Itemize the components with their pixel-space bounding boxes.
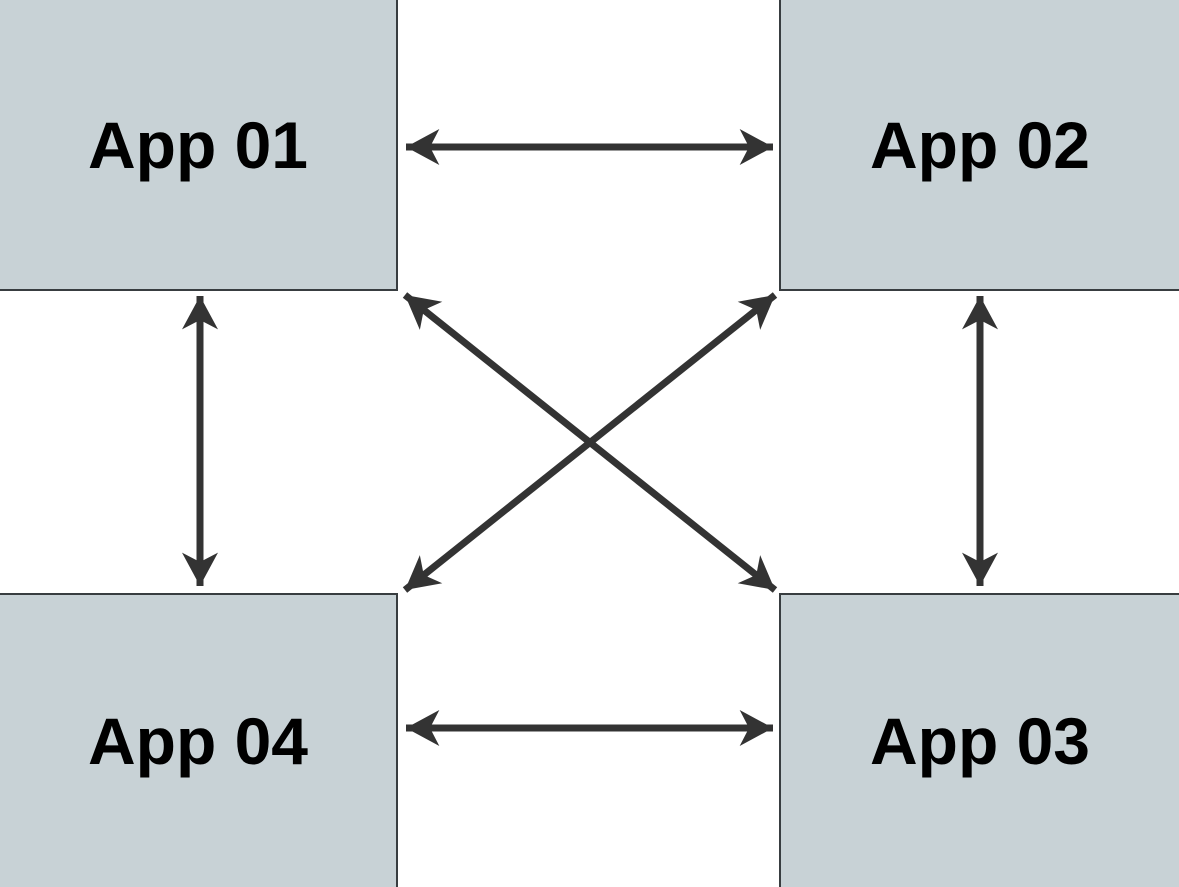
node-app04-label: App 04 bbox=[87, 704, 309, 778]
node-app02-label: App 02 bbox=[869, 107, 1091, 182]
node-app01: App 01 bbox=[0, 0, 398, 291]
node-app03-label: App 03 bbox=[869, 704, 1091, 778]
node-app03: App 03 bbox=[779, 593, 1179, 887]
edge-app02-app04 bbox=[402, 292, 778, 593]
node-app02: App 02 bbox=[779, 0, 1179, 291]
node-app04: App 04 bbox=[0, 593, 398, 887]
node-app01-label: App 01 bbox=[87, 107, 309, 182]
